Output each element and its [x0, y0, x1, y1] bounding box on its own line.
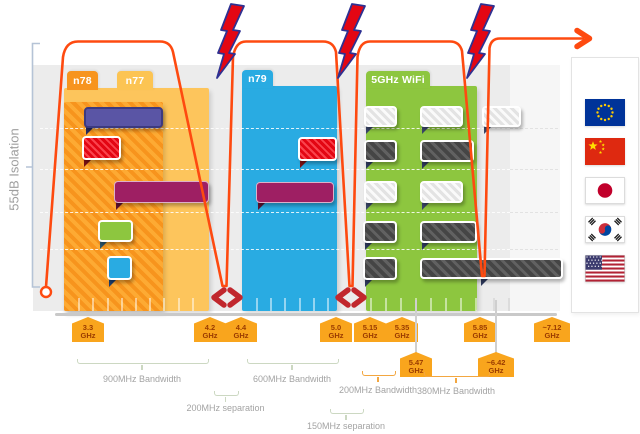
axis-tick [284, 298, 286, 311]
band-tab-5ghz-wifi: 5GHz WiFi [366, 71, 430, 88]
annotation-text: 900MHz Bandwidth [102, 374, 182, 384]
channel-bar-purple [84, 107, 163, 128]
channel-bar-magenta [114, 181, 209, 203]
band-tab-n78: n78 [67, 71, 98, 90]
axis-tick [135, 298, 137, 311]
row-divider [40, 128, 510, 129]
channel-bar-light [364, 106, 397, 127]
annotation-bracket-tick [455, 377, 457, 383]
annotation-text: 150MHz separation [306, 421, 386, 431]
annotation-bracket [362, 371, 396, 376]
annotation-bracket [214, 391, 239, 396]
channel-bar-light [420, 106, 463, 127]
axis-tick [430, 298, 432, 311]
annotation-bracket [77, 359, 209, 364]
channel-bar-dark [364, 140, 397, 162]
channel-bar-light [364, 181, 397, 203]
channel-bar-red [298, 137, 337, 161]
row-divider [40, 169, 510, 170]
row-divider [510, 169, 558, 170]
frequency-axis [55, 313, 557, 316]
channel-bar-blue [107, 256, 132, 280]
row-divider [510, 249, 558, 250]
band-tab-n77: n77 [117, 71, 153, 90]
axis-tick [460, 298, 462, 311]
flag-us [585, 255, 625, 282]
axis-tick [475, 298, 477, 311]
channel-bar-dark [420, 221, 477, 243]
channel-bar-green [98, 220, 133, 242]
annotation-text: 600MHz Bandwidth [252, 374, 332, 384]
flag-kr [585, 216, 625, 243]
flags-panel [571, 57, 639, 313]
annotation-bracket-tick [377, 376, 379, 382]
channel-bar-dark [363, 221, 397, 243]
channel-bar-magenta [256, 182, 334, 203]
axis-tick [256, 298, 258, 311]
axis-tick [178, 298, 180, 311]
label-connector [495, 300, 497, 353]
axis-tick [149, 298, 151, 311]
annotation-text: 200MHz separation [186, 403, 265, 413]
axis-tick [370, 298, 372, 311]
band-tab-n79: n79 [242, 70, 273, 88]
annotation-bracket-tick [345, 414, 347, 420]
axis-tick [163, 298, 165, 311]
flag-jp [585, 177, 625, 204]
axis-tick [107, 298, 109, 311]
axis-tick [270, 298, 272, 311]
axis-tick [192, 298, 194, 311]
annotation-bracket-tick [224, 396, 227, 402]
channel-bar-dark [420, 258, 563, 279]
axis-tick [493, 298, 495, 311]
annotation-bracket-tick [291, 364, 293, 370]
annotation-text: 200MHz Bandwidth [338, 385, 418, 395]
annotation-bracket [424, 372, 490, 377]
row-divider [510, 212, 558, 213]
annotation-bracket [330, 409, 364, 414]
axis-tick [385, 298, 387, 311]
axis-tick [445, 298, 447, 311]
axis-tick [299, 298, 301, 311]
annotation-bracket [247, 359, 339, 364]
channel-bar-light [420, 181, 463, 203]
axis-tick [121, 298, 123, 311]
channel-bar-light [482, 106, 521, 127]
flag-eu [585, 99, 625, 126]
channel-bar-dark [420, 140, 474, 162]
axis-tick [92, 298, 94, 311]
row-divider [510, 128, 558, 129]
axis-tick [313, 298, 315, 311]
row-divider [40, 212, 510, 213]
axis-tick [400, 298, 402, 311]
axis-tick [327, 298, 329, 311]
flag-cn [585, 138, 625, 165]
channel-bar-dark [363, 257, 397, 280]
annotation-bracket-tick [141, 364, 143, 370]
label-connector [415, 300, 417, 353]
channel-bar-red [82, 136, 121, 160]
arrow-head-icon [574, 27, 593, 50]
axis-tick [508, 298, 510, 311]
row-divider [40, 249, 510, 250]
axis-tick [78, 298, 80, 311]
annotation-text: 380MHz Bandwidth [416, 386, 496, 396]
isolation-label: 55dB Isolation [6, 128, 22, 211]
